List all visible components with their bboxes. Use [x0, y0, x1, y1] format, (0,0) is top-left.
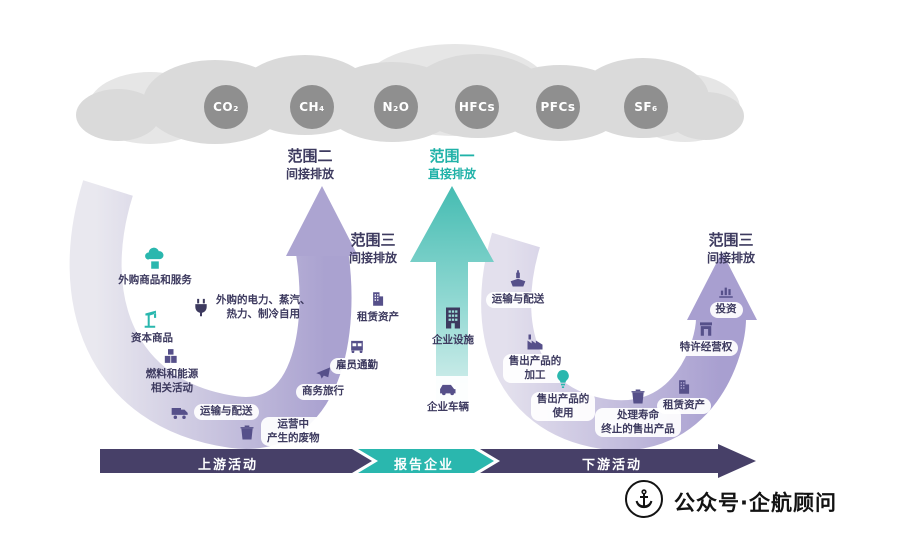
bottom-bar-downstream-label: 下游活动 — [581, 458, 642, 473]
item-label: 企业设施 — [432, 334, 474, 346]
item-leased-assets-upstream: 租赁资产 — [344, 290, 412, 326]
item-label: 燃料和能源 相关活动 — [145, 368, 199, 394]
item-label: 租赁资产 — [351, 310, 405, 326]
bottom-bar-upstream-label: 上游活动 — [197, 458, 258, 473]
bulb-icon — [552, 368, 574, 390]
plane-icon — [314, 364, 332, 382]
item-waste-operations: 运营中 产生的废物 — [237, 417, 326, 447]
item-label: 特许经营权 — [673, 340, 739, 356]
anchor-icon — [632, 487, 656, 511]
item-business-travel: 商务旅行 — [288, 364, 358, 400]
item-label: 处理寿命 终止的售出产品 — [595, 408, 681, 438]
waste-icon — [237, 422, 257, 442]
item-label: 企业车辆 — [427, 401, 469, 413]
factory-icon — [525, 332, 545, 352]
scope1-subtitle: 直接排放 — [427, 167, 476, 182]
bus-icon — [348, 338, 366, 356]
item-label: 外购的电力、蒸汽、 热力、制冷自用 — [216, 294, 311, 320]
item-label: 运输与配送 — [194, 404, 259, 420]
item-label: 租赁资产 — [657, 398, 711, 414]
plug-icon — [190, 297, 212, 319]
item-fuel-energy: 燃料和能源 相关活动 — [122, 346, 222, 395]
bottom-bar — [100, 444, 756, 478]
gas-pfcs: PFCs — [536, 85, 580, 129]
scope3-downstream-subtitle: 间接排放 — [706, 251, 755, 266]
gas-ch4: CH₄ — [290, 85, 334, 129]
scope2-title: 范围二 — [287, 147, 333, 165]
bottom-bar-upstream-segment — [100, 449, 372, 473]
crane-icon — [141, 308, 163, 330]
building-icon — [369, 290, 387, 308]
item-transport-upstream: 运输与配送 — [170, 402, 259, 422]
item-label: 运输与配送 — [485, 292, 551, 308]
item-label: 外购商品和服务 — [118, 274, 192, 286]
item-franchises: 特许经营权 — [670, 320, 742, 356]
scope2-arrowhead — [286, 186, 358, 256]
item-employee-commuting: 雇员通勤 — [322, 338, 392, 374]
waste-icon — [628, 386, 648, 406]
item-company-vehicles: 企业车辆 — [410, 376, 486, 418]
item-label: 商务旅行 — [296, 384, 350, 400]
item-use-of-sold-products: 售出产品的 使用 — [524, 368, 602, 422]
truck-icon — [170, 402, 190, 422]
item-company-facilities: 企业设施 — [414, 304, 492, 348]
item-processing-sold-products: 售出产品的 加工 — [496, 332, 574, 384]
gas-hfcs: HFCs — [455, 85, 499, 129]
watermark-logo — [625, 480, 663, 518]
building-icon — [675, 378, 693, 396]
scope1-arrow — [410, 186, 494, 402]
item-transport-downstream: 运输与配送 — [472, 268, 564, 308]
scope3-downstream-label: 范围三 间接排放 — [676, 230, 786, 266]
scope1-label: 范围一 直接排放 — [397, 146, 507, 182]
scope3-upstream-subtitle: 间接排放 — [348, 251, 397, 266]
watermark-text: 公众号·企航顾问 — [674, 491, 837, 515]
item-purchased-electricity: 外购的电力、蒸汽、 热力、制冷自用 — [190, 294, 311, 321]
scope3-upstream-title: 范围三 — [350, 231, 396, 249]
item-label: 投资 — [709, 302, 743, 318]
bottom-bar-downstream-segment — [480, 444, 756, 478]
item-capital-goods: 资本商品 — [110, 308, 194, 346]
ship-icon — [507, 268, 529, 290]
item-label: 运营中 产生的废物 — [261, 417, 326, 447]
store-icon — [697, 320, 715, 338]
cloud-goods-icon — [142, 246, 168, 272]
item-leased-assets-downstream: 租赁资产 — [650, 378, 718, 414]
chart-icon — [717, 282, 735, 300]
item-investments: 投资 — [694, 282, 758, 318]
office-icon — [439, 304, 467, 332]
bottom-bar-company-label: 报告企业 — [393, 458, 454, 473]
scope3-downstream-title: 范围三 — [708, 231, 754, 249]
bottom-bar-company-segment — [358, 449, 494, 473]
scope1-title: 范围一 — [429, 147, 475, 165]
item-label: 售出产品的 加工 — [502, 354, 568, 384]
item-purchased-goods: 外购商品和服务 — [103, 246, 207, 288]
item-label: 售出产品的 使用 — [530, 392, 596, 422]
item-end-of-life-treatment: 处理寿命 终止的售出产品 — [584, 386, 692, 438]
barrels-icon — [162, 346, 182, 366]
upstream-arc — [69, 180, 358, 449]
scope2-subtitle: 间接排放 — [285, 167, 334, 182]
scope2-label: 范围二 间接排放 — [255, 146, 365, 182]
gas-sf6: SF₆ — [624, 85, 668, 129]
scope3-upstream-label: 范围三 间接排放 — [318, 230, 428, 266]
gas-co2: CO₂ — [204, 85, 248, 129]
car-icon — [438, 379, 458, 399]
item-label: 资本商品 — [131, 332, 173, 344]
gas-n2o: N₂O — [374, 85, 418, 129]
item-label: 雇员通勤 — [330, 358, 384, 374]
